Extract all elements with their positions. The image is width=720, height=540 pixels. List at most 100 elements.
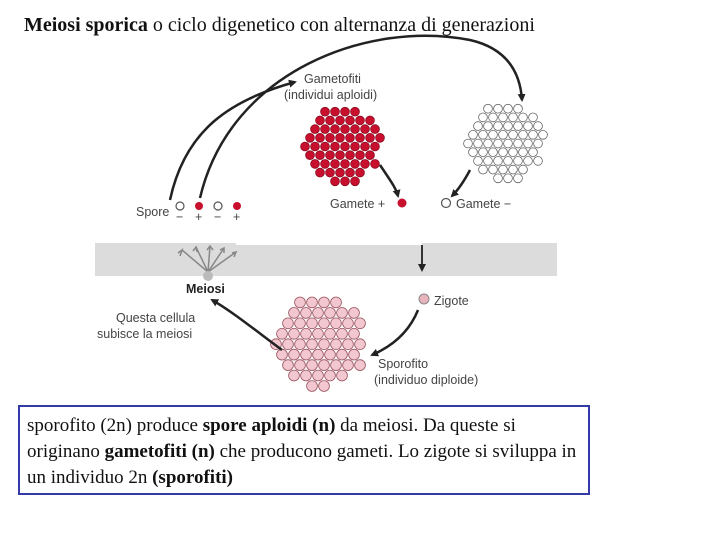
cell: [493, 103, 503, 114]
cell: [320, 106, 330, 117]
cell: [336, 327, 348, 340]
cell: [538, 130, 548, 140]
cell: [350, 141, 360, 152]
cell: [508, 130, 518, 140]
cell: [488, 147, 498, 158]
cell: [288, 369, 300, 382]
cell: [335, 167, 345, 178]
cell: [348, 348, 360, 361]
cell: [306, 359, 318, 371]
cell: [533, 156, 543, 166]
cell: [315, 115, 325, 126]
cell: [294, 338, 306, 351]
meiosi-label: Meiosi: [186, 282, 225, 296]
meiosis-cell: [203, 271, 213, 281]
cell: [306, 317, 318, 330]
cell: [305, 150, 315, 161]
cell: [468, 147, 478, 158]
cell: [350, 124, 360, 134]
cell: [355, 167, 365, 178]
cell: [325, 167, 335, 178]
cell: [493, 173, 503, 184]
cell: [330, 176, 340, 187]
cell: [318, 317, 330, 330]
cell: [342, 338, 354, 351]
spore-dot-2: [195, 202, 203, 210]
cell: [288, 327, 300, 340]
gamete-plus-dot: [397, 198, 407, 208]
cell: [478, 164, 488, 175]
cell: [498, 112, 508, 123]
arrow-white-to-gamete: [450, 169, 472, 198]
caption-part-2: da meiosi. Da queste si originano: [27, 415, 516, 462]
page-title: Meiosi sporica o ciclo digenetico con al…: [24, 14, 535, 37]
cell: [340, 124, 350, 134]
cell: [336, 369, 348, 382]
cell: [350, 176, 360, 187]
cell: [375, 133, 385, 143]
caption-bold-2: gametofiti (n): [104, 441, 215, 462]
cell: [478, 147, 488, 158]
spore-sign-3: −: [214, 210, 221, 224]
cell: [335, 150, 345, 161]
cell: [488, 112, 498, 123]
spore-sign-1: −: [176, 210, 183, 224]
cell: [508, 164, 518, 175]
caption-box: sporofito (2n) produce spore aploidi (n)…: [18, 405, 590, 495]
separator-band: [95, 243, 557, 276]
cell: [306, 338, 318, 351]
gamete-minus-label: Gamete −: [456, 197, 511, 211]
cell: [294, 296, 306, 309]
cell: [518, 164, 528, 175]
cell: [503, 103, 513, 114]
cell: [473, 121, 483, 131]
cell: [324, 369, 336, 382]
cell: [528, 130, 538, 140]
cell: [310, 124, 320, 134]
cell: [488, 164, 498, 175]
cell: [518, 130, 528, 140]
sporofito-label: Sporofito: [378, 357, 428, 371]
cellula-label-line1: Questa cellula: [116, 311, 195, 325]
cell: [365, 150, 375, 161]
cell: [508, 147, 518, 158]
cell: [508, 112, 518, 123]
gametophyte-plus-cluster: [300, 106, 385, 187]
cell: [330, 338, 342, 351]
cell: [315, 167, 325, 178]
sporofito-sublabel: (individuo diploide): [374, 373, 478, 387]
cell: [473, 156, 483, 166]
cell: [340, 141, 350, 152]
gametofiti-sublabel: (individui aploidi): [284, 88, 377, 102]
cell: [463, 138, 473, 149]
cell: [310, 141, 320, 152]
spore-label: Spore: [136, 205, 169, 219]
cell: [330, 359, 342, 371]
cell: [300, 327, 312, 340]
spore-dot-3: [213, 201, 223, 211]
separator-gap: [236, 241, 422, 245]
cellula-label-line2: subisce la meiosi: [97, 327, 192, 341]
cell: [528, 147, 538, 158]
cell: [473, 138, 483, 149]
cell: [330, 124, 340, 134]
cell: [330, 296, 342, 309]
cell: [523, 138, 533, 149]
cell: [370, 124, 380, 134]
cell: [300, 141, 310, 152]
cell: [282, 359, 294, 371]
cell: [335, 115, 345, 126]
cell: [335, 133, 345, 143]
cell: [365, 115, 375, 126]
cell: [348, 327, 360, 340]
zygote-dot: [418, 293, 430, 305]
cell: [325, 150, 335, 161]
cell: [318, 296, 330, 309]
cell: [312, 369, 324, 382]
cell: [493, 156, 503, 166]
cell: [324, 327, 336, 340]
cell: [483, 138, 493, 149]
cell: [345, 150, 355, 161]
cell: [330, 317, 342, 330]
gamete-plus-label: Gamete +: [330, 197, 385, 211]
